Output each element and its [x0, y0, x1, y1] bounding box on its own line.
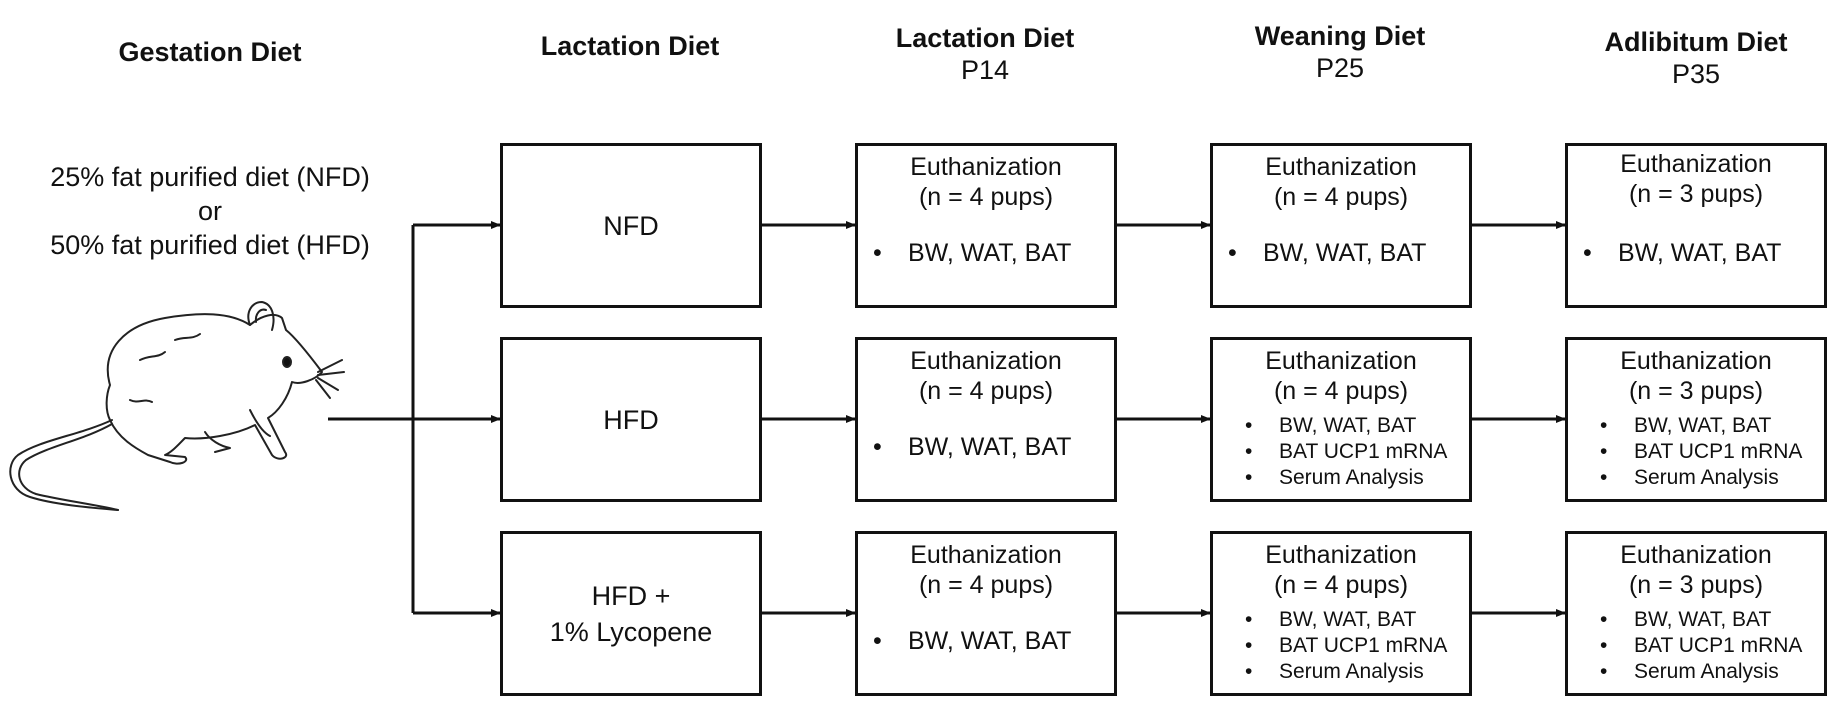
diet-label-nfd: NFD: [603, 210, 659, 241]
euth-title: Euthanization: [910, 347, 1062, 375]
euth-box-lyc-p35: Euthanization(n = 3 pups) BW, WAT, BAT B…: [1565, 531, 1827, 696]
euth-title: Euthanization: [1265, 153, 1417, 181]
diet-label-hfd-plus: HFD +: [591, 580, 671, 611]
gestation-option-or: or: [197, 196, 222, 226]
measure-serum: Serum Analysis: [1568, 659, 1824, 685]
euth-title: Euthanization: [1265, 347, 1417, 375]
measure-bw-wat-bat: BW, WAT, BAT: [858, 238, 1114, 268]
header-weaning-sub: P25: [1315, 53, 1365, 83]
measure-bat-ucp1: BAT UCP1 mRNA: [1213, 633, 1469, 659]
diet-box-nfd: NFD: [500, 143, 762, 308]
euth-box-hfd-p35: Euthanization(n = 3 pups) BW, WAT, BAT B…: [1565, 337, 1827, 502]
diet-label-lycopene: 1% Lycopene: [549, 616, 713, 647]
measure-serum: Serum Analysis: [1213, 659, 1469, 685]
measure-bw-wat-bat: BW, WAT, BAT: [1213, 607, 1469, 633]
euth-count: (n = 4 pups): [918, 377, 1054, 405]
measure-bat-ucp1: BAT UCP1 mRNA: [1568, 439, 1824, 465]
euth-box-hfd-p14: Euthanization(n = 4 pups) BW, WAT, BAT: [855, 337, 1117, 502]
header-gestation: Gestation Diet: [70, 36, 350, 68]
gestation-diet-options: 25% fat purified diet (NFD) or 50% fat p…: [20, 160, 400, 262]
header-lactation-p14: Lactation Diet P14: [855, 22, 1115, 86]
measure-serum: Serum Analysis: [1213, 465, 1469, 491]
rat-illustration: [9, 301, 345, 511]
measure-bw-wat-bat: BW, WAT, BAT: [1568, 413, 1824, 439]
measure-bw-wat-bat: BW, WAT, BAT: [858, 432, 1114, 462]
diet-label-hfd: HFD: [603, 404, 659, 435]
euth-box-nfd-p25: Euthanization(n = 4 pups) BW, WAT, BAT: [1210, 143, 1472, 308]
euth-count: (n = 3 pups): [1628, 180, 1764, 208]
euth-box-lyc-p25: Euthanization(n = 4 pups) BW, WAT, BAT B…: [1210, 531, 1472, 696]
euth-box-nfd-p14: Euthanization(n = 4 pups) BW, WAT, BAT: [855, 143, 1117, 308]
measure-serum: Serum Analysis: [1568, 465, 1824, 491]
euth-box-nfd-p35: Euthanization(n = 3 pups) BW, WAT, BAT: [1565, 143, 1827, 308]
euth-count: (n = 3 pups): [1628, 377, 1764, 405]
header-adlibitum-title: Adlibitum Diet: [1604, 27, 1788, 57]
euth-count: (n = 4 pups): [918, 571, 1054, 599]
header-adlibitum: Adlibitum Diet P35: [1566, 26, 1826, 90]
euth-title: Euthanization: [1620, 150, 1772, 178]
measure-bw-wat-bat: BW, WAT, BAT: [1568, 238, 1824, 268]
header-adlibitum-sub: P35: [1671, 59, 1721, 89]
header-gestation-title: Gestation Diet: [118, 37, 302, 67]
header-weaning-title: Weaning Diet: [1254, 21, 1426, 51]
measure-bw-wat-bat: BW, WAT, BAT: [1568, 607, 1824, 633]
measure-bw-wat-bat: BW, WAT, BAT: [1213, 238, 1469, 268]
euth-title: Euthanization: [910, 541, 1062, 569]
euth-count: (n = 4 pups): [1273, 183, 1409, 211]
euth-count: (n = 4 pups): [1273, 571, 1409, 599]
diet-box-hfd: HFD: [500, 337, 762, 502]
header-weaning: Weaning Diet P25: [1210, 20, 1470, 84]
diet-box-hfd-lycopene: HFD + 1% Lycopene: [500, 531, 762, 696]
measure-bat-ucp1: BAT UCP1 mRNA: [1568, 633, 1824, 659]
euth-box-hfd-p25: Euthanization(n = 4 pups) BW, WAT, BAT B…: [1210, 337, 1472, 502]
euth-count: (n = 3 pups): [1628, 571, 1764, 599]
measure-bat-ucp1: BAT UCP1 mRNA: [1213, 439, 1469, 465]
measure-bw-wat-bat: BW, WAT, BAT: [858, 626, 1114, 656]
euth-title: Euthanization: [910, 153, 1062, 181]
header-lactation-p14-title: Lactation Diet: [895, 23, 1075, 53]
euth-box-lyc-p14: Euthanization(n = 4 pups) BW, WAT, BAT: [855, 531, 1117, 696]
euth-title: Euthanization: [1620, 347, 1772, 375]
gestation-option-hfd: 50% fat purified diet (HFD): [50, 230, 370, 260]
header-lactation: Lactation Diet: [500, 30, 760, 62]
euth-count: (n = 4 pups): [918, 183, 1054, 211]
header-lactation-p14-sub: P14: [960, 55, 1010, 85]
header-lactation-title: Lactation Diet: [540, 31, 720, 61]
euth-count: (n = 4 pups): [1273, 377, 1409, 405]
euth-title: Euthanization: [1265, 541, 1417, 569]
gestation-option-nfd: 25% fat purified diet (NFD): [50, 162, 370, 192]
euth-title: Euthanization: [1620, 541, 1772, 569]
measure-bw-wat-bat: BW, WAT, BAT: [1213, 413, 1469, 439]
